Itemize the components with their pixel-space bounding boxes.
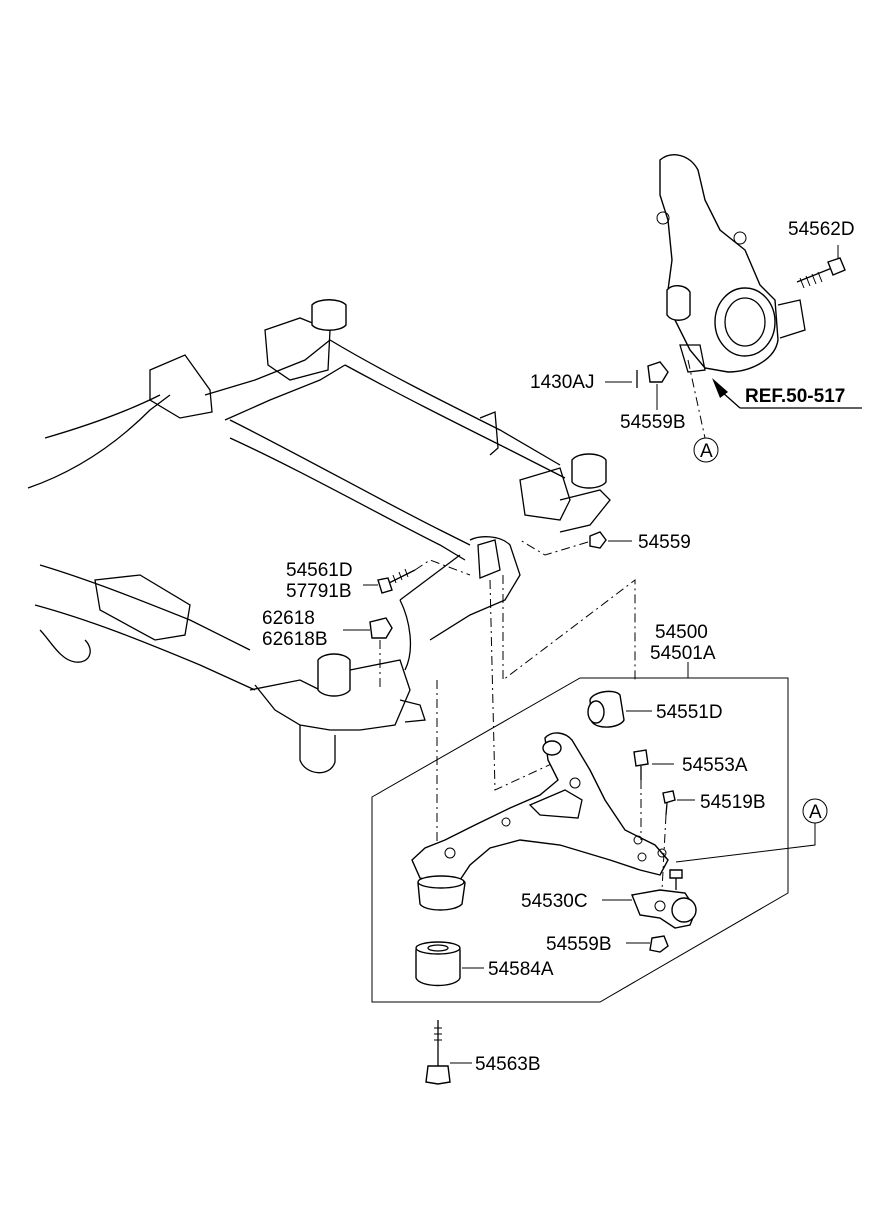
label-callout-a-right: A: [809, 802, 822, 823]
callout-circle-a-top: [693, 437, 719, 463]
label-54530C: 54530C: [521, 891, 588, 912]
nut-54559B-bottom: [626, 935, 669, 953]
nut-54559: [519, 531, 632, 556]
label-54500: 54500: [655, 622, 708, 643]
bolt-54563B: [425, 1020, 472, 1085]
bolt-54553A: [633, 749, 674, 840]
label-54501A: 54501A: [650, 643, 716, 664]
assembly-outline: [371, 677, 789, 1003]
bolt-54519B: [661, 790, 695, 891]
label-54561D: 54561D: [286, 560, 353, 581]
label-54562D: 54562D: [788, 219, 855, 240]
label-54553A: 54553A: [682, 755, 748, 776]
bushing-54584A: [415, 941, 484, 987]
label-54563B: 54563B: [475, 1054, 541, 1075]
label-54559: 54559: [638, 532, 691, 553]
cotter-pin-and-nut-top: [605, 361, 669, 410]
label-1430AJ: 1430AJ: [530, 372, 594, 393]
label-54559B-top: 54559B: [620, 412, 686, 433]
bolt-54562D: [796, 245, 846, 289]
label-callout-a-top: A: [700, 441, 713, 462]
label-54559B-bottom: 54559B: [546, 934, 612, 955]
label-62618B: 62618B: [262, 629, 328, 650]
bolt-54561D: [363, 559, 471, 594]
subframe: [27, 299, 611, 774]
nut-62618: [343, 617, 393, 690]
label-54584A: 54584A: [488, 959, 554, 980]
ball-joint-54530C: [602, 869, 697, 929]
label-62618: 62618: [262, 608, 315, 629]
lower-control-arm: [411, 732, 669, 883]
label-54551D: 54551D: [656, 702, 723, 723]
label-54519B: 54519B: [700, 792, 766, 813]
bushing-54551D: [587, 690, 652, 728]
front-bushing-cup: [417, 875, 466, 911]
label-ref: REF.50-517: [745, 386, 845, 407]
label-57791B: 57791B: [286, 581, 352, 602]
steering-knuckle: [656, 154, 806, 373]
ref-arrow: [712, 378, 862, 409]
